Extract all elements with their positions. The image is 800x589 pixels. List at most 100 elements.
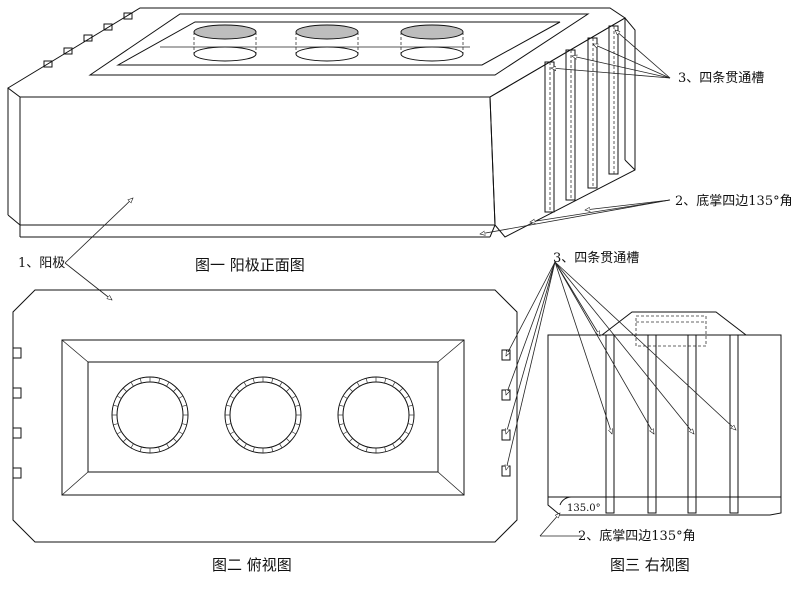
ring-tick — [116, 395, 122, 399]
ring-tick — [339, 423, 345, 426]
label-angle-right: 2、底掌四边135°角 — [578, 528, 696, 544]
top-view-slot-leaders — [506, 261, 556, 470]
top-view-rim-inner — [87, 361, 439, 473]
ring-tick — [392, 381, 396, 387]
top-cylinders — [160, 24, 470, 62]
ring-tick — [229, 431, 235, 435]
angle-value: 135.0° — [567, 503, 601, 514]
ring-tick — [399, 387, 404, 392]
ring-tick — [294, 423, 300, 426]
ring-tick — [404, 395, 410, 399]
ring-tick — [342, 431, 348, 435]
ring-tick — [113, 423, 119, 426]
ring-tick — [139, 378, 142, 384]
top-view-rim-outer — [61, 339, 465, 496]
ring-tick — [271, 446, 274, 452]
ring-tick — [365, 446, 368, 452]
angle-leaders — [480, 199, 671, 234]
front-face — [19, 96, 496, 226]
ring-tick — [291, 395, 297, 399]
ring-tick — [286, 387, 291, 392]
top-face — [7, 7, 626, 98]
ring-tick — [235, 438, 240, 443]
figure-1-perspective: 3、四条贯通槽 2、底掌四边135°角 1、阳极 图一 阳极正面图 — [7, 7, 793, 300]
ring-tick — [339, 404, 345, 407]
label-angle: 2、底掌四边135°角 — [675, 193, 793, 209]
ring-tick — [226, 404, 232, 407]
cylinder-2 — [295, 24, 359, 62]
top-left-notches — [43, 12, 133, 68]
ring-tick — [407, 423, 413, 426]
label-slots: 3、四条贯通槽 — [678, 70, 764, 86]
ring-tick — [166, 443, 170, 449]
figure-2-top-view: 图二 俯视图 — [12, 261, 556, 574]
top-view-outline — [12, 289, 518, 543]
figure-2-caption: 图二 俯视图 — [212, 556, 292, 574]
ring-tick — [286, 438, 291, 443]
ring-tick — [116, 431, 122, 435]
ring-tick — [365, 378, 368, 384]
right-view-slot-leaders — [554, 261, 736, 434]
ring-tick — [122, 438, 127, 443]
label-anode: 1、阳极 — [18, 256, 65, 271]
right-view-top — [600, 311, 748, 336]
ring-tick — [178, 431, 184, 435]
ring-tick — [166, 381, 170, 387]
hole-ring-ticks — [112, 377, 414, 453]
ring-tick — [158, 446, 161, 452]
top-view-notches-left — [12, 347, 22, 479]
ring-tick — [158, 378, 161, 384]
ring-tick — [181, 404, 187, 407]
ring-tick — [294, 404, 300, 407]
ring-tick — [226, 423, 232, 426]
top-view-holes — [111, 376, 415, 454]
ring-tick — [342, 395, 348, 399]
right-side-face — [489, 17, 636, 238]
ring-tick — [139, 446, 142, 452]
ring-tick — [271, 378, 274, 384]
ring-tick — [243, 443, 247, 449]
angle-arc — [559, 496, 573, 506]
slot-leaders — [551, 30, 671, 79]
side-slots — [544, 25, 619, 213]
ring-tick — [130, 381, 134, 387]
top-rim-inner — [116, 21, 561, 66]
ring-tick — [404, 431, 410, 435]
ring-tick — [252, 378, 255, 384]
ring-tick — [181, 423, 187, 426]
right-view-body — [547, 334, 782, 498]
label-slots-right: 3、四条贯通槽 — [553, 250, 639, 266]
ring-tick — [384, 446, 387, 452]
right-view-slots — [605, 334, 739, 514]
figure-1-caption: 图一 阳极正面图 — [195, 256, 305, 274]
ring-tick — [252, 446, 255, 452]
ring-tick — [130, 443, 134, 449]
ring-tick — [178, 395, 184, 399]
figure-3-caption: 图三 右视图 — [610, 556, 690, 574]
ring-tick — [384, 378, 387, 384]
cylinder-1 — [193, 24, 257, 62]
top-rim-outer — [88, 13, 590, 76]
ring-tick — [173, 387, 178, 392]
ring-tick — [407, 404, 413, 407]
ring-tick — [291, 431, 297, 435]
ring-tick — [356, 381, 360, 387]
ring-tick — [279, 443, 283, 449]
cylinder-3 — [400, 24, 464, 62]
ring-tick — [173, 438, 178, 443]
ring-tick — [348, 387, 353, 392]
ring-tick — [243, 381, 247, 387]
figure-3-right-view: 135.0° 3、四条贯通槽 2、底掌四边135°角 图三 右视图 — [539, 250, 782, 574]
ring-tick — [392, 443, 396, 449]
ring-tick — [399, 438, 404, 443]
ring-tick — [113, 404, 119, 407]
ring-tick — [122, 387, 127, 392]
ring-tick — [356, 443, 360, 449]
ring-tick — [235, 387, 240, 392]
ring-tick — [229, 395, 235, 399]
anode-leaders — [64, 198, 133, 300]
ring-tick — [348, 438, 353, 443]
ring-tick — [279, 381, 283, 387]
